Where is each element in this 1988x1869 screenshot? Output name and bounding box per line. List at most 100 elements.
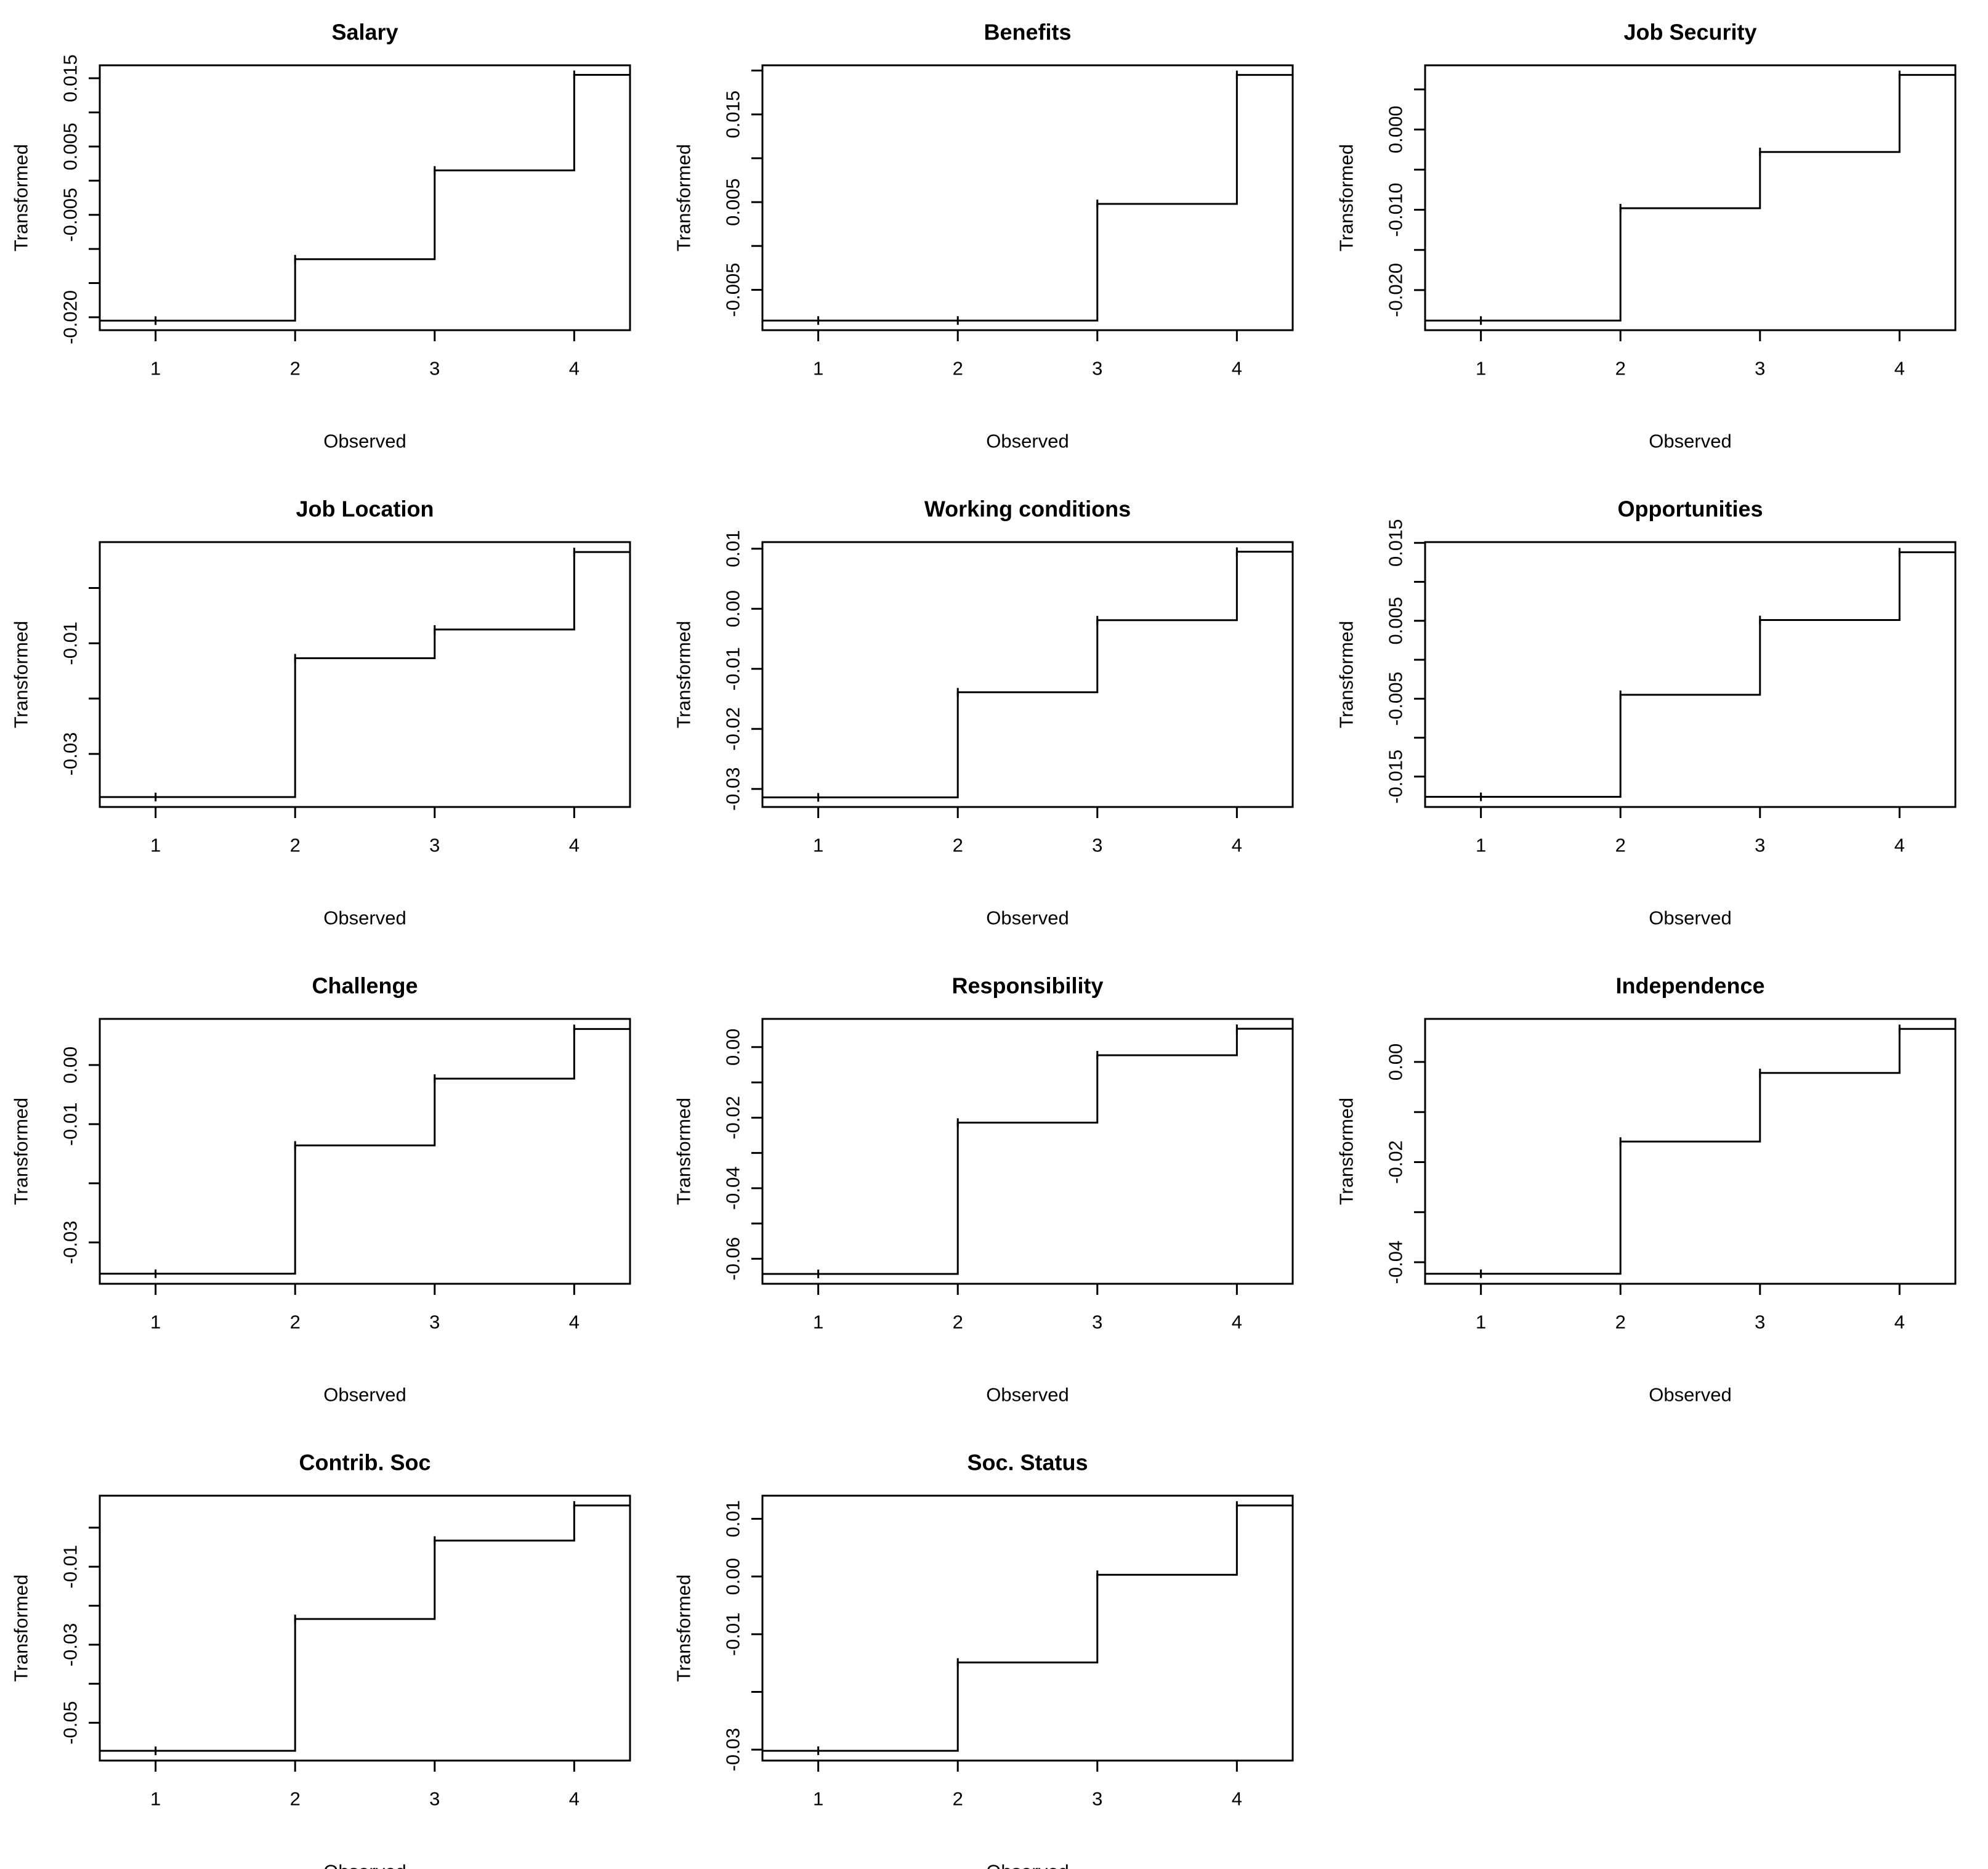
y-tick-label: 0.015 [1385,519,1407,567]
y-tick-label: 0.005 [60,123,81,171]
plot-frame [1424,64,1957,331]
y-axis-title: Transformed [10,621,32,729]
y-tick-label: 0.000 [1385,105,1407,153]
x-axis-title: Observed [986,1384,1069,1406]
transformation-plot: Working conditions0.010.00-0.01-0.02-0.0… [673,497,1294,929]
plot-title: Job Security [1623,20,1756,45]
x-tick-label: 3 [429,358,440,379]
x-tick-label: 2 [953,1788,963,1810]
x-tick-label: 1 [1476,1312,1486,1333]
x-axis-title: Observed [323,431,406,452]
y-tick-label: -0.020 [60,290,81,344]
y-tick-label: 0.015 [60,54,81,102]
y-tick-label: 0.00 [60,1047,81,1084]
x-tick-label: 2 [290,358,301,379]
plot-title: Opportunities [1618,497,1763,522]
y-axis-title: Transformed [10,1098,32,1206]
y-tick-label: -0.04 [722,1166,744,1210]
y-tick-label: -0.005 [60,188,81,242]
step-line [762,551,1293,798]
x-tick-label: 1 [150,1788,161,1810]
plot-title: Challenge [312,973,418,999]
x-tick-label: 1 [150,358,161,379]
plot-frame [1424,1018,1957,1285]
x-tick-label: 3 [429,1312,440,1333]
x-tick-label: 4 [569,1788,580,1810]
x-tick-label: 2 [1615,835,1626,856]
y-tick-label: -0.03 [60,1220,81,1264]
x-tick-label: 4 [569,358,580,379]
plot-title: Soc. Status [967,1450,1088,1475]
x-axis-title: Observed [986,1861,1069,1869]
x-tick-label: 1 [813,1788,823,1810]
x-axis-title: Observed [986,431,1069,452]
plot-title: Working conditions [924,497,1131,522]
y-axis-title: Transformed [1336,621,1357,729]
y-tick-label: -0.010 [1385,183,1407,237]
y-axis-title: Transformed [10,1575,32,1682]
x-tick-label: 2 [1615,1312,1626,1333]
x-axis-title: Observed [986,907,1069,929]
y-tick-label: -0.03 [60,732,81,776]
x-tick-label: 1 [813,1312,823,1333]
step-line [762,1504,1293,1752]
x-tick-label: 2 [953,1312,963,1333]
y-tick-label: 0.00 [1385,1044,1407,1080]
x-tick-label: 1 [1476,358,1486,379]
plot-frame [99,541,631,808]
step-line [100,74,630,322]
x-tick-label: 4 [1894,358,1905,379]
x-tick-label: 4 [1894,835,1905,856]
x-tick-label: 1 [150,1312,161,1333]
x-tick-label: 3 [1092,358,1102,379]
y-tick-label: -0.06 [722,1237,744,1281]
x-tick-label: 4 [1232,358,1242,379]
x-tick-label: 3 [429,1788,440,1810]
step-line [762,1028,1293,1275]
plot-frame [99,64,631,331]
transformation-plot: Soc. Status0.010.00-0.01-0.031234Observe… [673,1450,1294,1869]
x-tick-label: 3 [1092,835,1102,856]
y-axis-title: Transformed [673,621,695,729]
x-tick-label: 1 [1476,835,1486,856]
y-tick-label: -0.005 [722,263,744,317]
step-line [100,1028,630,1275]
x-tick-label: 1 [813,358,823,379]
plot-title: Independence [1615,973,1764,999]
x-axis-title: Observed [323,907,406,929]
x-tick-label: 2 [290,835,301,856]
y-tick-label: -0.05 [60,1701,81,1745]
y-axis-title: Transformed [10,144,32,252]
x-tick-label: 3 [429,835,440,856]
plot-frame [761,64,1294,331]
x-tick-label: 2 [1615,358,1626,379]
y-tick-label: 0.005 [1385,597,1407,645]
y-tick-label: -0.04 [1385,1241,1407,1284]
y-tick-label: -0.02 [1385,1140,1407,1184]
y-tick-label: -0.02 [722,1096,744,1140]
y-axis-title: Transformed [673,1575,695,1682]
x-tick-label: 2 [290,1312,301,1333]
x-tick-label: 3 [1755,1312,1765,1333]
y-tick-label: -0.015 [1385,750,1407,804]
plot-title: Job Location [296,497,434,522]
x-axis-title: Observed [1649,907,1731,929]
y-tick-label: -0.01 [722,647,744,691]
y-tick-label: 0.00 [722,1558,744,1595]
y-tick-label: 0.00 [722,1029,744,1066]
x-tick-label: 4 [569,835,580,856]
x-tick-label: 3 [1755,835,1765,856]
step-line [100,551,630,798]
y-tick-label: -0.01 [60,622,81,665]
x-tick-label: 2 [953,358,963,379]
x-tick-label: 4 [1894,1312,1905,1333]
y-tick-label: 0.015 [722,91,744,139]
y-tick-label: -0.01 [60,1545,81,1589]
